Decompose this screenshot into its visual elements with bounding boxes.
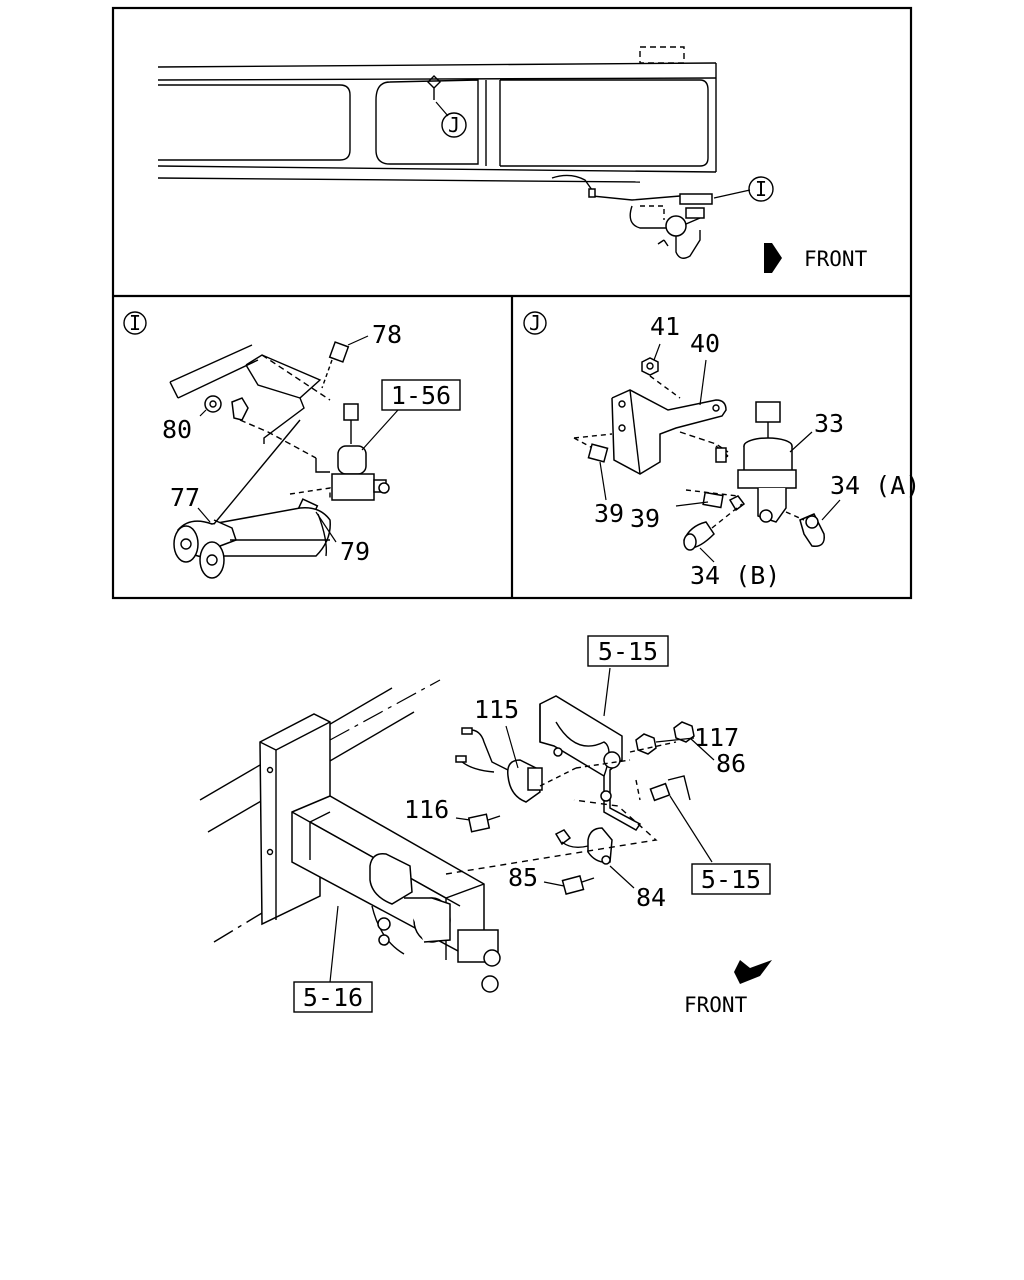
panel-frames: [111, 6, 913, 600]
reference-5-16: 5-16: [303, 983, 363, 1012]
part-34b: 34 (B): [690, 561, 780, 590]
reference-1-56: 1-56: [391, 381, 451, 410]
part-117: 117: [694, 723, 739, 752]
reference-box-5-15-top: [587, 635, 669, 667]
callout-j: J: [448, 113, 460, 137]
part-77: 77: [170, 483, 200, 512]
buzzer-bracket-drawing: [445, 695, 695, 896]
part-33: 33: [814, 409, 844, 438]
part-78: 78: [372, 320, 402, 349]
part-86: 86: [716, 749, 746, 778]
callout-i: I: [755, 177, 767, 201]
front-arrow-icon: [764, 243, 782, 273]
part-84: 84: [636, 883, 666, 912]
part-34a: 34 (A): [830, 471, 920, 500]
section-label-j: J: [529, 311, 541, 335]
part-85: 85: [508, 863, 538, 892]
front-label-lower: FRONT: [684, 993, 748, 1017]
reference-5-15-right: 5-15: [701, 865, 761, 894]
callout-circle-j: [441, 112, 467, 138]
part-80: 80: [162, 415, 192, 444]
part-40: 40: [690, 329, 720, 358]
horn-assembly-drawing: [169, 341, 390, 579]
part-116: 116: [404, 795, 449, 824]
section-circle-i: [123, 311, 147, 335]
part-39-left: 39: [594, 499, 624, 528]
valve-bracket-drawing: [573, 357, 825, 551]
section-label-i: I: [129, 311, 141, 335]
callout-circle-i: [748, 176, 774, 202]
frame-crossmember-drawing: [199, 679, 501, 993]
reference-5-15-top: 5-15: [598, 637, 658, 666]
lower-assembly-panel: 5-15 115 117 86 116 5-15 84 85 5-16 FRON…: [199, 635, 772, 1017]
reference-box-1-56: [381, 379, 461, 411]
overview-panel: J I FRONT: [157, 46, 868, 273]
reference-box-5-15-right: [691, 863, 771, 895]
part-115: 115: [474, 695, 519, 724]
chassis-frame-drawing: [157, 46, 717, 259]
part-41: 41: [650, 312, 680, 341]
reference-box-5-16: [293, 981, 373, 1013]
part-39-right: 39: [630, 504, 660, 533]
section-circle-j: [523, 311, 547, 335]
front-arrow-icon-lower: [734, 960, 772, 984]
part-79: 79: [340, 537, 370, 566]
front-label-top: FRONT: [804, 247, 868, 271]
detail-i-panel: I: [123, 311, 461, 579]
detail-j-panel: J: [523, 311, 920, 590]
